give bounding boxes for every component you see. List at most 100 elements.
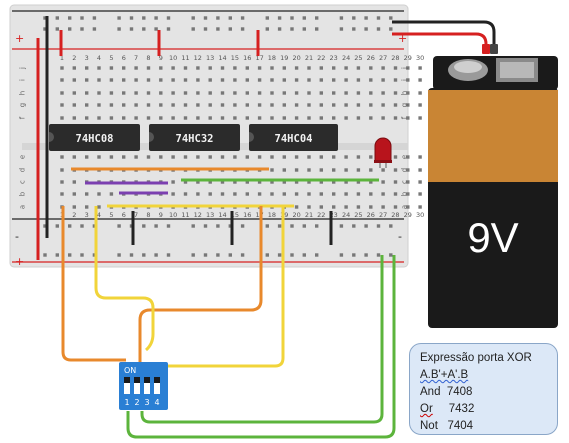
breadboard-hole (257, 78, 262, 82)
breadboard-hole (122, 103, 126, 107)
breadboard-hole (109, 103, 114, 107)
breadboard-hole (294, 91, 299, 95)
dip-toggle-3[interactable] (144, 377, 150, 394)
row-letter: e (401, 155, 409, 159)
breadboard-hole (109, 116, 114, 120)
breadboard-hole (265, 224, 269, 228)
dip-toggle-1[interactable] (124, 377, 130, 394)
breadboard-hole (240, 253, 245, 257)
breadboard-hole (109, 155, 114, 159)
breadboard-hole (171, 155, 175, 159)
breadboard-hole (356, 192, 361, 196)
column-number: 10 (169, 211, 177, 219)
battery-label: 9V (467, 214, 518, 261)
row-letter: c (401, 180, 409, 184)
breadboard-hole (332, 78, 336, 82)
breadboard-hole (332, 91, 336, 95)
breadboard-hole (332, 103, 336, 107)
breadboard-hole (92, 224, 97, 228)
row-letter: a (19, 205, 27, 209)
row-letter: d (401, 168, 409, 172)
breadboard-hole (240, 27, 245, 31)
breadboard-hole (109, 192, 114, 196)
breadboard-hole (265, 253, 269, 257)
column-number: 20 (292, 54, 300, 62)
breadboard-hole (97, 192, 101, 196)
note-line-and: And 7408 (420, 384, 547, 401)
dip-switch[interactable]: ON 1 2 3 4 (119, 362, 168, 410)
breadboard-hole (43, 253, 47, 257)
note-gate: Not (420, 420, 438, 432)
breadboard-hole (55, 16, 59, 20)
row-letter: f (19, 116, 27, 119)
breadboard-hole (245, 116, 249, 120)
breadboard-hole (302, 27, 306, 31)
breadboard-hole (85, 192, 89, 196)
breadboard-hole (129, 253, 134, 257)
dip-toggle-4[interactable] (154, 377, 160, 394)
breadboard-hole (228, 224, 232, 228)
red-lead-tip (482, 44, 490, 54)
breadboard-hole (122, 155, 126, 159)
column-number: 24 (342, 54, 350, 62)
breadboard-hole (85, 78, 89, 82)
breadboard-hole (265, 16, 269, 20)
breadboard-hole (406, 180, 410, 184)
breadboard-hole (183, 78, 188, 82)
breadboard-hole (369, 155, 373, 159)
breadboard-hole (245, 78, 249, 82)
row-letter: i (19, 79, 27, 81)
column-number: 11 (181, 54, 189, 62)
breadboard-hole (216, 27, 220, 31)
column-number: 27 (379, 211, 387, 219)
breadboard-hole (233, 91, 237, 95)
column-number: 15 (231, 54, 239, 62)
breadboard-hole (389, 224, 393, 228)
column-number: 24 (342, 211, 350, 219)
breadboard-hole (294, 168, 299, 172)
breadboard-hole (282, 168, 286, 172)
column-number: 12 (194, 211, 202, 219)
breadboard-hole (171, 91, 175, 95)
column-number: 8 (146, 54, 150, 62)
row-letter: j (19, 67, 27, 70)
column-number: 20 (292, 211, 300, 219)
breadboard-hole (352, 224, 356, 228)
breadboard-hole (166, 253, 171, 257)
breadboard-hole (154, 16, 158, 20)
breadboard-hole (282, 116, 286, 120)
dip-pos-4: 4 (154, 398, 159, 407)
breadboard-hole (171, 192, 175, 196)
breadboard-hole (68, 27, 72, 31)
green-wire-b (126, 255, 396, 439)
breadboard-hole (315, 253, 319, 257)
breadboard-hole (159, 78, 163, 82)
breadboard-hole (72, 78, 76, 82)
breadboard-hole (257, 180, 262, 184)
breadboard-hole (208, 91, 212, 95)
breadboard-hole (233, 78, 237, 82)
breadboard-hole (376, 253, 381, 257)
breadboard-hole (418, 168, 422, 172)
dip-toggle-2[interactable] (134, 377, 140, 394)
breadboard-hole (60, 103, 64, 107)
dip-on-label: ON (124, 366, 136, 375)
breadboard-hole (196, 78, 200, 82)
breadboard-hole (294, 116, 299, 120)
breadboard-hole (97, 116, 101, 120)
breadboard-hole (294, 205, 299, 209)
breadboard-hole (389, 253, 393, 257)
column-number: 13 (206, 211, 214, 219)
breadboard-hole (332, 180, 336, 184)
column-number: 3 (85, 54, 89, 62)
column-number: 30 (416, 211, 424, 219)
breadboard-hole (220, 103, 225, 107)
column-number: 9 (159, 54, 163, 62)
breadboard-hole (418, 116, 422, 120)
breadboard-hole (97, 91, 101, 95)
breadboard-hole (332, 205, 336, 209)
yellow-wire-b (160, 206, 285, 368)
breadboard-hole (142, 253, 146, 257)
rail-minus-bottom-left: - (15, 230, 19, 243)
breadboard-hole (154, 224, 158, 228)
